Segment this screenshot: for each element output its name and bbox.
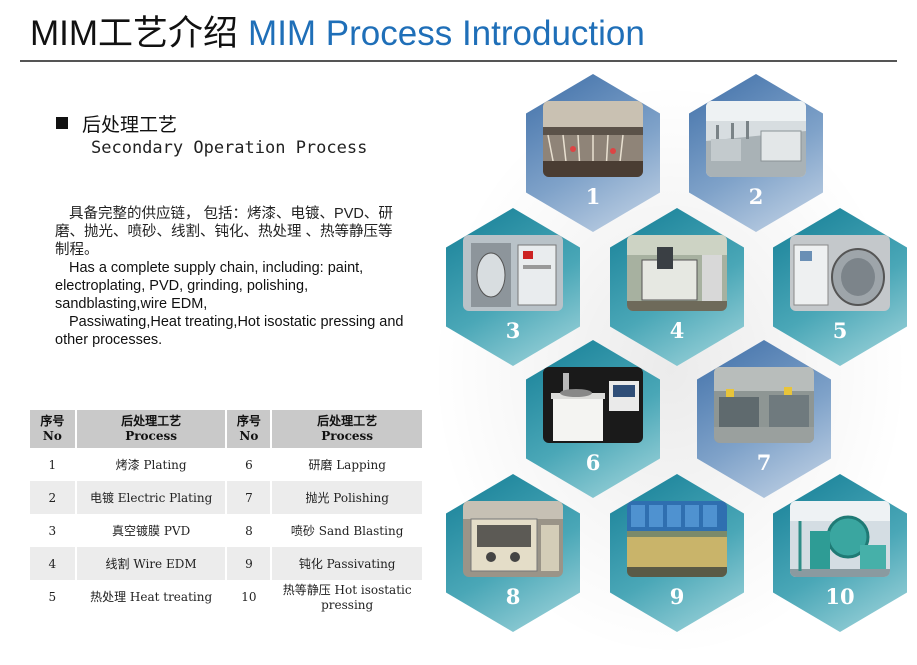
title-divider — [20, 60, 897, 62]
hex-number-7: 7 — [756, 450, 772, 475]
section-title-zh: 后处理工艺 — [82, 114, 178, 136]
photo-heat-treatment-furnace — [790, 235, 890, 311]
description-en-1: Has a complete supply chain, including: … — [55, 260, 364, 312]
hex-number-1: 1 — [585, 184, 601, 209]
description-en-2: Passiwating,Heat treating,Hot isostatic … — [55, 314, 404, 348]
hex-tile-5: 5 — [773, 208, 907, 366]
hex-tile-1: 1 — [526, 74, 660, 232]
section-heading-zh: 后处理工艺 — [56, 110, 177, 137]
photo-passivation-tanks — [627, 501, 727, 577]
photo-hot-isostatic-press — [790, 501, 890, 577]
photo-pvd-machine — [463, 235, 563, 311]
hex-number-9: 9 — [669, 584, 685, 609]
photo-lapping-machine — [543, 367, 643, 443]
bullet-square-icon — [56, 117, 68, 129]
hex-number-4: 4 — [669, 318, 685, 343]
photo-sand-blasting — [463, 501, 563, 577]
section-title-en: Secondary Operation Process — [91, 138, 368, 158]
hex-tile-8: 8 — [446, 474, 580, 632]
hex-tile-4: 4 — [610, 208, 744, 366]
hex-tile-7: 7 — [697, 340, 831, 498]
hex-number-10: 10 — [825, 584, 855, 609]
hex-tile-3: 3 — [446, 208, 580, 366]
photo-plating-workshop — [706, 101, 806, 177]
hex-tile-6: 6 — [526, 340, 660, 498]
hex-number-3: 3 — [505, 318, 521, 343]
hex-number-2: 2 — [748, 184, 764, 209]
hex-number-8: 8 — [505, 584, 521, 609]
page-title-en: MIM Process Introduction — [248, 14, 645, 53]
photo-painting-line — [543, 101, 643, 177]
page-title-zh: MIM工艺介绍 — [30, 14, 239, 53]
description-zh: 具备完整的供应链， 包括：烤漆、电镀、PVD、研磨、抛光、喷砂、线割、钝化、热处… — [55, 206, 393, 258]
description: 具备完整的供应链， 包括：烤漆、电镀、PVD、研磨、抛光、喷砂、线割、钝化、热处… — [55, 205, 405, 349]
hex-tile-2: 2 — [689, 74, 823, 232]
hex-tile-9: 9 — [610, 474, 744, 632]
photo-polishing-station — [714, 367, 814, 443]
hex-tile-10: 10 — [773, 474, 907, 632]
photo-wire-edm — [627, 235, 727, 311]
hex-number-6: 6 — [585, 450, 601, 475]
hex-number-5: 5 — [832, 318, 848, 343]
